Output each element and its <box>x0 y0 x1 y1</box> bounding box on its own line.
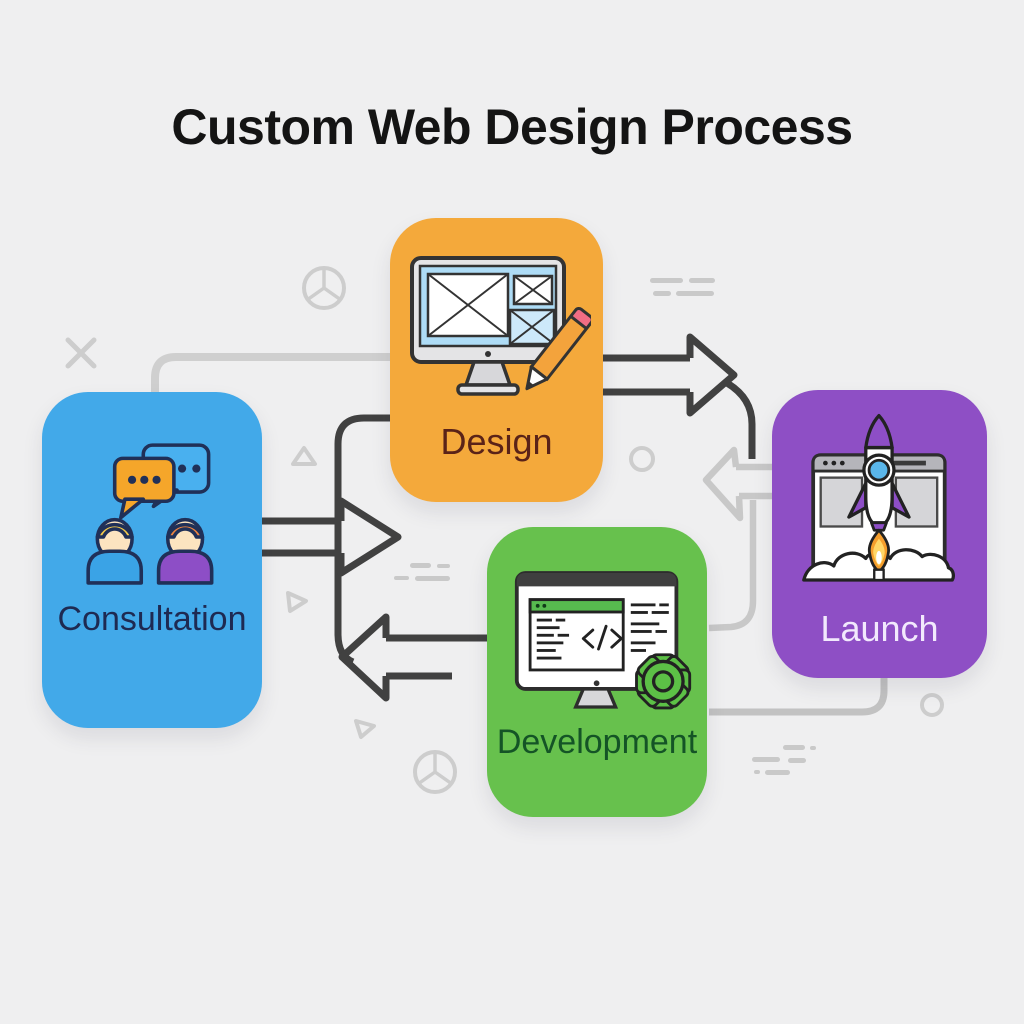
sparkle-cross-icon <box>65 337 97 369</box>
decor-shapes <box>65 266 944 794</box>
page-title: Custom Web Design Process <box>171 99 853 155</box>
code-lines-right <box>630 603 669 652</box>
rocket <box>847 413 911 532</box>
decor-speed-dashes <box>394 278 816 775</box>
decor-connector-launch-bottom-to-development <box>709 678 888 716</box>
chat-bubble-orange <box>112 456 176 520</box>
code-window <box>528 598 625 672</box>
step-label-development: Development <box>496 723 698 761</box>
wireframe-sphere-icon <box>302 266 346 310</box>
rocket-launch-icon <box>802 413 955 582</box>
exhaust-trail <box>873 568 885 582</box>
arrow-launch-left-light <box>702 446 774 632</box>
arrow-consultation-right <box>254 497 402 577</box>
arrow-design-right <box>600 333 756 459</box>
triangle-icon <box>286 591 308 613</box>
step-card-consultation: Consultation <box>42 392 262 728</box>
gear-icon <box>635 653 692 710</box>
monitor-code-gear-icon <box>514 571 692 710</box>
wireframe-sphere-icon <box>413 750 457 794</box>
step-card-launch: Launch <box>772 390 987 678</box>
step-card-development: Development <box>487 527 707 817</box>
monitor-wireframe-pencil-icon <box>410 256 591 396</box>
code-tag-icon <box>581 624 623 651</box>
person-right <box>156 517 214 585</box>
triangle-icon <box>354 719 376 739</box>
triangle-icon <box>291 446 317 466</box>
step-label-design: Design <box>440 421 553 462</box>
step-card-design: Design <box>390 218 603 502</box>
rocket-flame <box>867 528 891 573</box>
step-label-consultation: Consultation <box>57 600 247 638</box>
circle-icon <box>629 446 655 472</box>
monitor <box>410 256 566 396</box>
circle-icon <box>920 693 944 717</box>
step-label-launch: Launch <box>820 608 939 649</box>
person-left <box>86 517 144 585</box>
decor-connector-consultation-to-design <box>151 353 398 396</box>
monitor-stand <box>573 687 619 709</box>
people-chat-icon <box>86 443 214 585</box>
pencil-icon <box>525 306 591 391</box>
arrow-development-left <box>338 613 496 702</box>
